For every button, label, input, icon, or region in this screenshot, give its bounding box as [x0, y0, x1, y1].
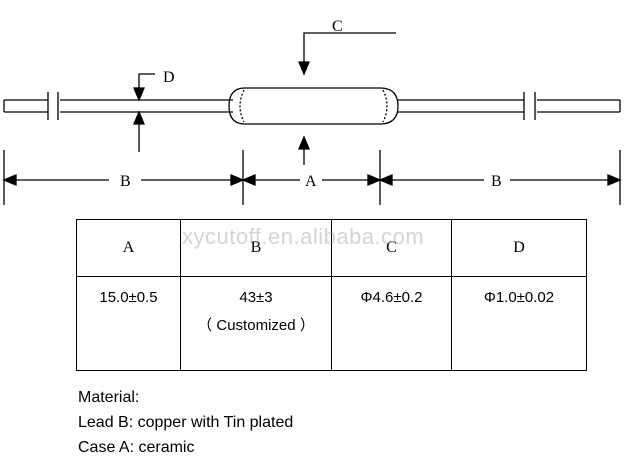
dimension-table: A B C D 15.0±0.5 43±3 （ Customized ） Φ4.…: [76, 219, 587, 371]
label-d: D: [163, 69, 175, 86]
value-b-text: 43±3: [239, 289, 273, 306]
material-title: Material:: [78, 389, 140, 406]
dimension-a: [241, 174, 382, 186]
dimension-c-arrow-bottom: [298, 135, 310, 165]
ceramic-body: [228, 87, 399, 125]
label-a: A: [305, 173, 317, 190]
header-b: B: [180, 219, 332, 277]
left-lead: [3, 92, 233, 120]
label-c: C: [332, 18, 343, 35]
value-c: Φ4.6±0.2: [331, 276, 452, 371]
value-b: 43±3 （ Customized ）: [180, 276, 332, 371]
value-a-text: 15.0±0.5: [99, 289, 158, 306]
value-a: 15.0±0.5: [76, 276, 181, 371]
fuse-dimension-drawing: C D B A B: [2, 18, 622, 205]
material-line-lead: Lead B: copper with Tin plated: [78, 414, 294, 431]
extension-lines: [3, 150, 621, 205]
material-line-case: Case A: ceramic: [78, 439, 195, 456]
right-lead: [397, 92, 621, 120]
header-d: D: [451, 219, 587, 277]
header-a: A: [76, 219, 181, 277]
dimension-b-right: [378, 174, 622, 186]
material-notes: Material: Lead B: copper with Tin plated…: [78, 385, 293, 460]
value-c-text: Φ4.6±0.2: [360, 289, 423, 306]
value-b-note: （ Customized ）: [197, 317, 315, 334]
dimension-b-left: [2, 174, 245, 186]
table-header-row: A B C D: [76, 219, 587, 277]
header-c: C: [331, 219, 452, 277]
dimension-c-arrow: [298, 32, 396, 76]
dimension-d-arrows: [133, 73, 155, 152]
label-b-right: B: [491, 173, 502, 190]
value-d: Φ1.0±0.02: [451, 276, 587, 371]
label-b-left: B: [120, 173, 131, 190]
value-d-text: Φ1.0±0.02: [483, 289, 555, 306]
table-value-row: 15.0±0.5 43±3 （ Customized ） Φ4.6±0.2 Φ1…: [76, 276, 587, 371]
